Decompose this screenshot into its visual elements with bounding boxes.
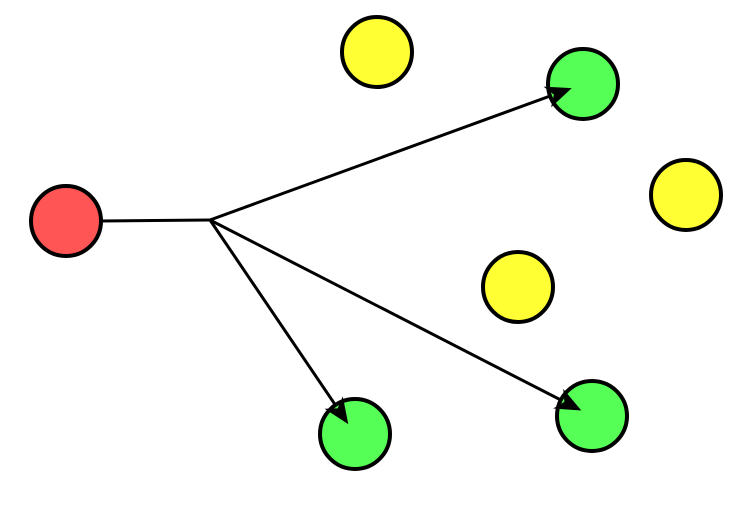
other-node-other-2 [649, 158, 723, 232]
arrowhead-target-2 [324, 396, 349, 425]
trunk-edge [100, 218, 211, 223]
nodes [29, 15, 723, 471]
arrow-edge-target-1 [209, 85, 574, 222]
arrowhead-target-3 [553, 388, 582, 411]
arrow-edge-target-2 [208, 219, 350, 426]
target-node-target-1 [546, 47, 620, 121]
edges [100, 85, 583, 426]
other-node-other-1 [340, 15, 414, 89]
other-node-other-3 [481, 250, 555, 324]
arrow-edge-target-3 [209, 218, 583, 412]
target-node-target-3 [555, 379, 629, 453]
source-node-source [29, 184, 103, 258]
arrowhead-target-1 [543, 86, 572, 108]
